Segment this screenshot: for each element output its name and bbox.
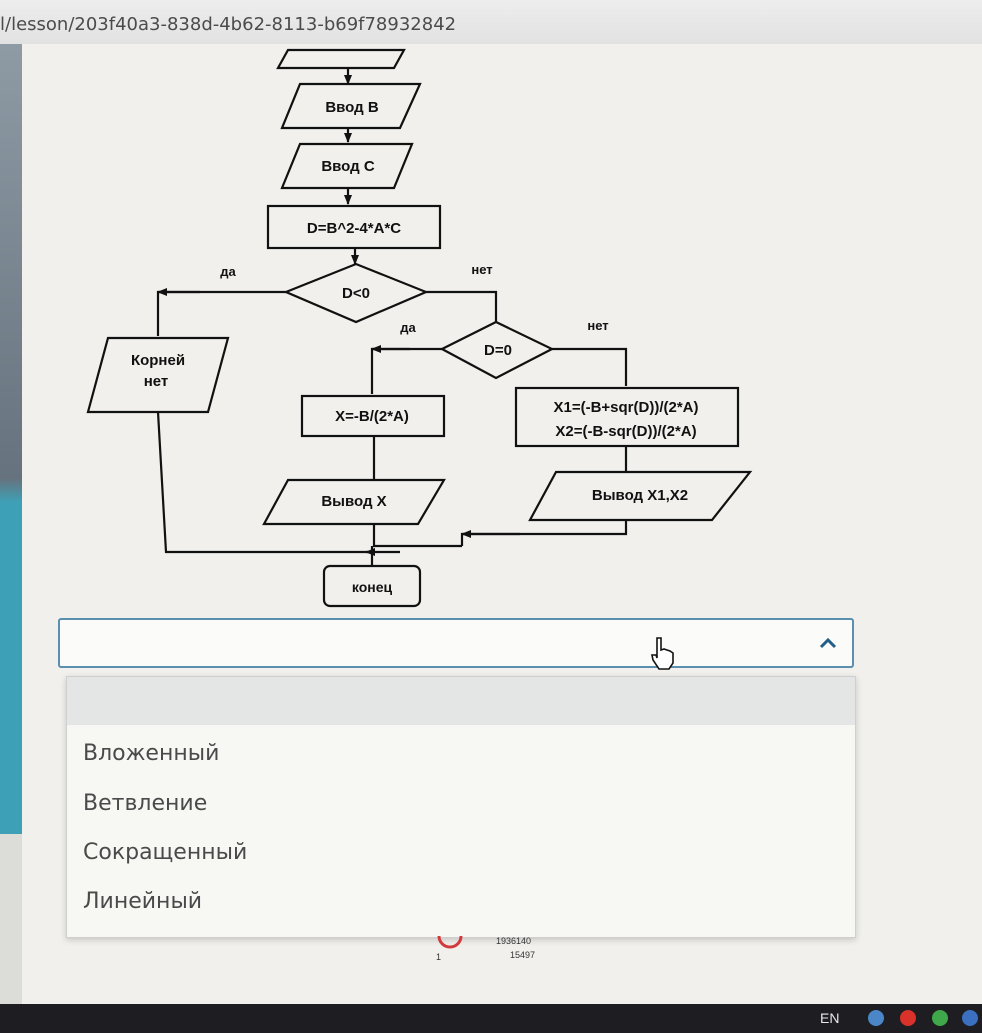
yes-2-label: да (400, 320, 416, 335)
chevron-up-icon[interactable] (816, 632, 840, 656)
no-roots-label-1: Корней (131, 352, 185, 369)
output-x1-x2-block (528, 470, 753, 522)
no-roots-label-2: нет (144, 373, 169, 390)
calc-d-label: D=B^2-4*A*C (307, 220, 401, 237)
url-text: l/lesson/203f40a3-838d-4b62-8113-b69f789… (0, 14, 457, 35)
calc-x1-x2-block (514, 386, 740, 448)
calc-x-block (300, 394, 446, 438)
stat-line-2: 15497 (510, 950, 536, 960)
calc-d-block (266, 204, 442, 250)
end-label: конец (352, 579, 393, 595)
cond-d-eq-0-label: D=0 (484, 342, 512, 359)
cond-d-lt-0-label: D<0 (342, 285, 370, 302)
background-stats: 1936140 15497 1 (430, 930, 590, 970)
stat-line-3: 1 (436, 952, 442, 962)
answer-dropdown-list: Вложенный Ветвление Сокращенный Линейный (66, 676, 856, 938)
bluetooth-icon[interactable] (962, 1010, 978, 1026)
red-circle-icon (437, 935, 463, 949)
dropdown-empty-option[interactable] (67, 677, 855, 725)
yes-1-label: да (220, 264, 236, 279)
input-c-block (280, 142, 414, 190)
taskbar: EN (0, 1004, 982, 1033)
hand-cursor-icon (651, 637, 674, 670)
opera-icon[interactable] (900, 1010, 916, 1026)
flowchart-diagram: Ввод B Ввод C D=B^2-4*A*C D<0 да нет Кор… (86, 48, 753, 608)
output-x-block (262, 478, 446, 526)
background-window-strip (0, 44, 22, 834)
option-nested[interactable]: Вложенный (83, 741, 220, 766)
chrome-icon[interactable] (868, 1010, 884, 1026)
option-linear[interactable]: Линейный (83, 889, 203, 914)
output-x1-x2-label: Вывод X1,X2 (592, 487, 688, 504)
output-x-label: Вывод X (321, 493, 386, 510)
calc-x1-label: X1=(-B+sqr(D))/(2*A) (553, 399, 698, 416)
shield-icon[interactable] (932, 1010, 948, 1026)
input-b-label: Ввод B (325, 99, 379, 116)
language-indicator[interactable]: EN (820, 1010, 840, 1026)
option-branching[interactable]: Ветвление (83, 791, 208, 816)
input-b-block (280, 82, 422, 130)
stat-line-1: 1936140 (496, 936, 532, 946)
calc-x2-label: X2=(-B-sqr(D))/(2*A) (555, 423, 696, 440)
no-2-label: нет (587, 318, 608, 333)
option-shortened[interactable]: Сокращенный (83, 840, 248, 865)
calc-x-label: X=-B/(2*A) (335, 408, 409, 425)
no-roots-block (86, 336, 230, 414)
answer-select[interactable] (58, 618, 854, 668)
input-c-label: Ввод C (321, 158, 375, 175)
input-a-block (276, 48, 406, 70)
browser-address-bar[interactable]: l/lesson/203f40a3-838d-4b62-8113-b69f789… (0, 0, 982, 45)
end-block (322, 564, 422, 608)
no-1-label: нет (471, 262, 492, 277)
